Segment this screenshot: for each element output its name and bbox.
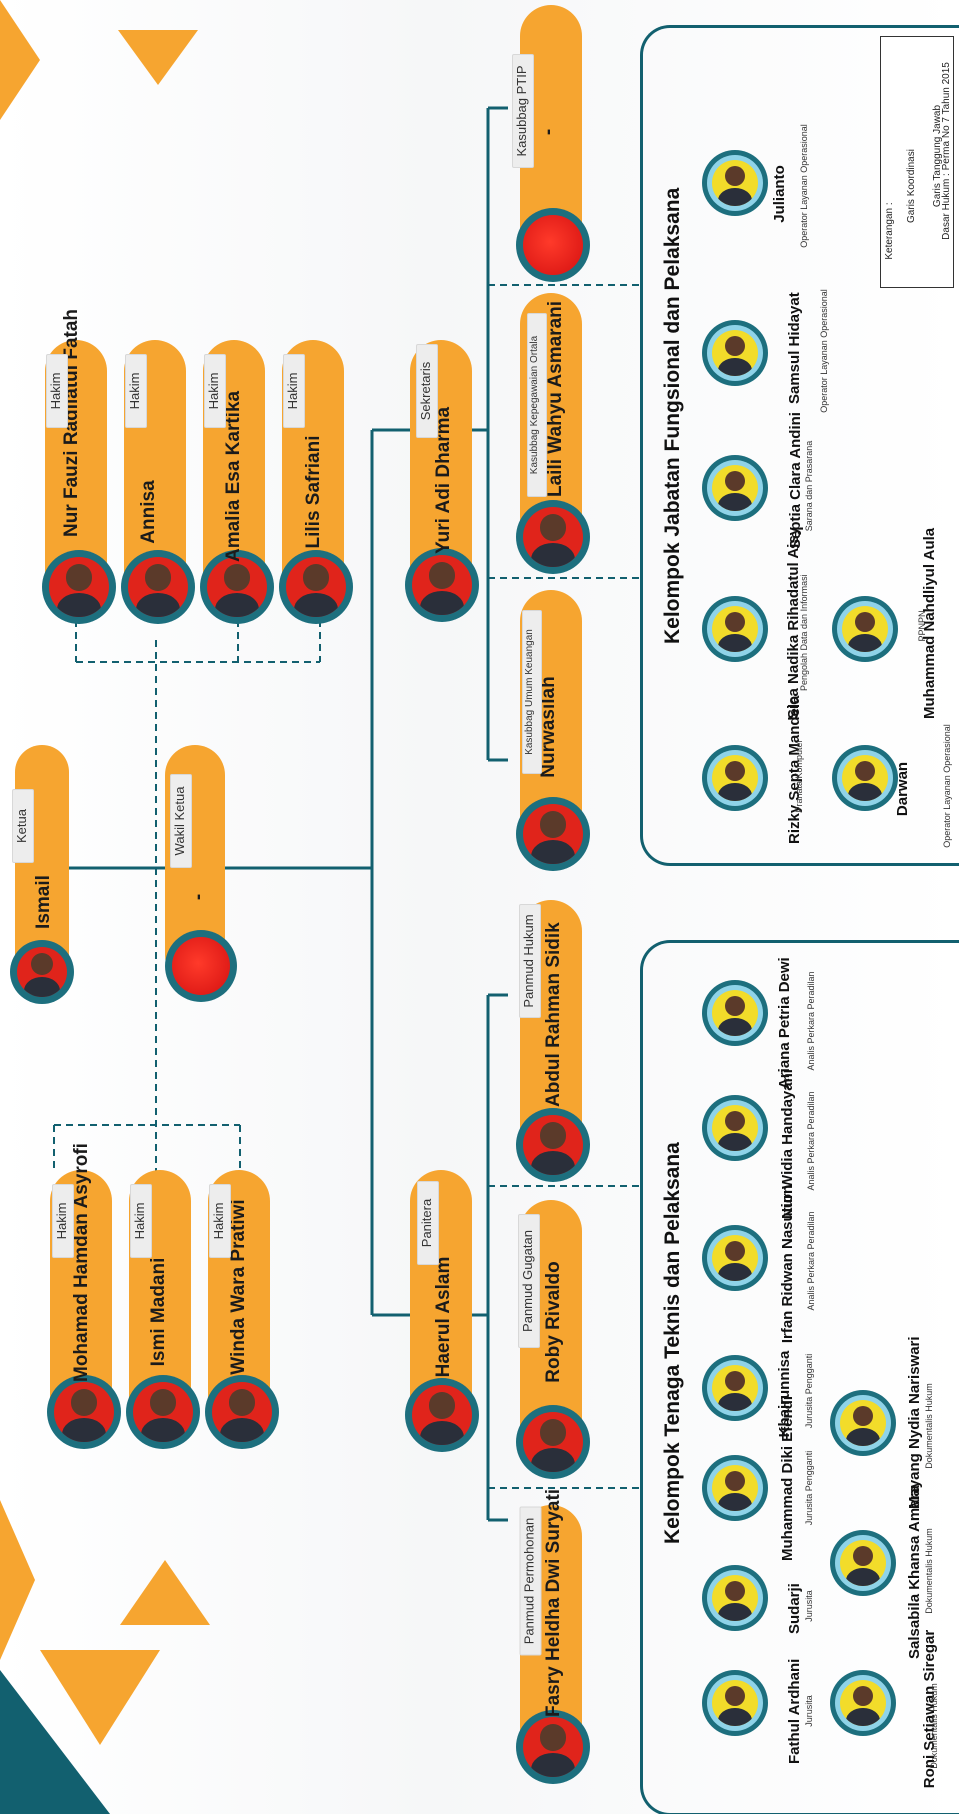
hakim-photo <box>42 550 116 624</box>
member-position: Pranata Komputer <box>794 736 806 816</box>
panmud-name: Roby Rivaldo <box>543 1257 567 1387</box>
hakim-name: Ismi Madani <box>148 1247 172 1377</box>
panitera-role: Panitera <box>417 1181 439 1265</box>
member-name: Sudarji <box>786 1584 804 1634</box>
panmud-role: Panmud Hukum <box>519 904 541 1018</box>
panitera-name: Haerul Aslam <box>433 1252 457 1382</box>
member-position: PPNPN <box>917 606 929 646</box>
member-name: Darwan <box>894 754 912 824</box>
hakim-photo <box>47 1375 121 1449</box>
member-name: Julianto <box>771 154 789 234</box>
hakim-photo <box>279 550 353 624</box>
member-photo <box>702 320 768 386</box>
member-position: Analis Perkara Peradilan <box>806 1206 818 1316</box>
kasubbag-role: Kasubbag Umum Keuangan <box>522 610 542 774</box>
kasubbag-photo <box>516 208 590 282</box>
member-photo <box>702 1565 768 1631</box>
member-photo <box>832 745 898 811</box>
member-position: Jurusita Pengganti <box>804 1346 816 1436</box>
member-position: Analis Perkara Peradilan <box>806 1086 818 1196</box>
hakim-role: Hakim <box>209 1184 231 1258</box>
kasubbag-role: Kasubbag Kepegawaian Ortala <box>527 313 547 497</box>
kasubbag-photo <box>516 500 590 574</box>
member-photo <box>702 1095 768 1161</box>
hakim-photo <box>205 1375 279 1449</box>
member-position: Dokumentalis Hukum <box>929 1681 941 1771</box>
member-position: Operator Layanan Operasional <box>942 711 954 861</box>
wakil-role: Wakil Ketua <box>170 774 192 868</box>
hakim-photo <box>126 1375 200 1449</box>
panmud-name: Fasry Heldha Dwi Suryati <box>543 1527 567 1717</box>
hakim-name: Mohamad Hamdan Asyrofi <box>71 1172 95 1382</box>
member-photo <box>830 1390 896 1456</box>
member-position: Jurusita <box>804 1691 816 1731</box>
ketua-role: Ketua <box>12 789 34 863</box>
legend-title: Keterangan : <box>884 196 896 266</box>
hakim-role: Hakim <box>130 1184 152 1258</box>
panitera-photo <box>405 1378 479 1452</box>
hakim-name: Amalia Esa Kartika <box>223 402 247 562</box>
member-photo <box>830 1670 896 1736</box>
member-position: Jurusita <box>804 1586 816 1626</box>
member-name: Fathul Ardhani <box>786 1664 804 1764</box>
member-photo <box>702 596 768 662</box>
member-position: Sarana dan Prasarana <box>804 436 816 536</box>
member-name: Irfan Ridwan Nasution <box>779 1184 797 1344</box>
member-position: Jurusita Pengganti <box>804 1443 816 1533</box>
kasubbag-role: Kasubbag PTIP <box>512 54 534 168</box>
kasubbag-photo <box>516 797 590 871</box>
member-photo <box>702 1670 768 1736</box>
panmud-role: Panmud Permohonan <box>520 1507 542 1656</box>
hakim-name: Annisa <box>138 442 162 582</box>
member-name: Muhammad Diki Efendi <box>779 1421 797 1561</box>
hakim-name: Winda Wara Pratiwi <box>228 1197 252 1377</box>
legend-item: Dasar Hukum : Perma No 7 Tahun 2015 <box>941 26 953 276</box>
member-photo <box>702 1455 768 1521</box>
panmud-photo <box>516 1710 590 1784</box>
fungsional-title: Kelompok Jabatan Fungsional dan Pelaksan… <box>661 224 689 644</box>
member-photo <box>702 980 768 1046</box>
panmud-role: Panmud Gugatan <box>518 1214 540 1348</box>
hakim-role: Hakim <box>52 1184 74 1258</box>
hakim-role: Hakim <box>283 354 305 428</box>
kasubbag-name: - <box>538 82 562 182</box>
teknis-title: Kelompok Tenaga Teknis dan Pelaksana <box>661 1144 689 1544</box>
sekretaris-photo <box>405 548 479 622</box>
member-photo <box>830 1530 896 1596</box>
ketua-name: Ismail <box>33 847 57 957</box>
member-name: Samsul Hidayat <box>786 304 804 404</box>
member-position: Operator Layanan Operasional <box>819 286 831 416</box>
member-photo <box>702 745 768 811</box>
hakim-name: Lilis Safriani <box>303 427 327 557</box>
hakim-role: Hakim <box>46 354 68 428</box>
member-photo <box>702 1225 768 1291</box>
kasubbag-name: Laili Wahyu Asmarani <box>545 327 569 497</box>
member-position: Dokumentalis Hukum <box>924 1526 936 1616</box>
member-photo <box>832 596 898 662</box>
member-photo <box>702 1355 768 1421</box>
panmud-photo <box>516 1108 590 1182</box>
member-photo <box>702 150 768 216</box>
sekretaris-role: Sekretaris <box>416 344 438 438</box>
member-position: Pengolah Data dan Informasi <box>799 581 811 691</box>
member-position: Analis Perkara Peradilan <box>806 966 818 1076</box>
panmud-name: Abdul Rahman Sidik <box>543 937 567 1107</box>
member-photo <box>702 455 768 521</box>
hakim-role: Hakim <box>125 354 147 428</box>
member-position: Operator Layanan Operasional <box>799 121 811 251</box>
hakim-role: Hakim <box>204 354 226 428</box>
panmud-photo <box>516 1405 590 1479</box>
member-position: Dokumentalis Hukum <box>924 1381 936 1471</box>
legend-item: Garis Koordinasi <box>906 136 918 236</box>
